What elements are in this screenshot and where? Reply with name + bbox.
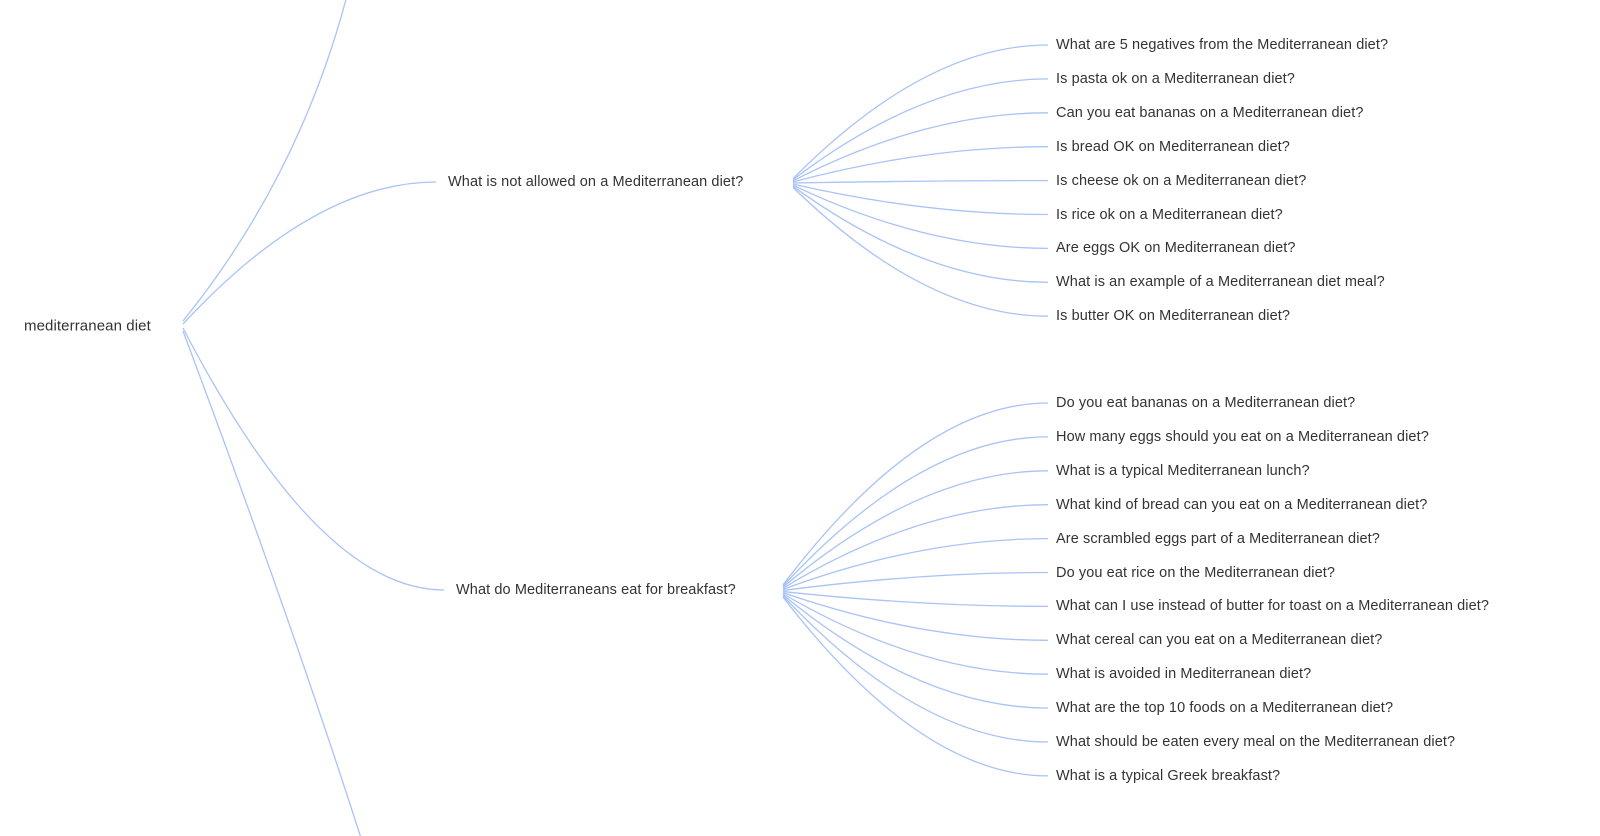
connector-curve <box>792 112 1049 182</box>
leaf-question-node[interactable]: Are scrambled eggs part of a Mediterrane… <box>1056 530 1380 547</box>
connector-curve <box>782 594 1049 709</box>
leaf-question-node[interactable]: What is a typical Mediterranean lunch? <box>1056 462 1310 479</box>
connector-curve <box>792 44 1049 180</box>
connector-curve <box>792 186 1049 317</box>
leaf-question-node[interactable]: What is an example of a Mediterranean di… <box>1056 274 1385 291</box>
connector-curve <box>792 78 1049 181</box>
leaf-question-node[interactable]: What cereal can you eat on a Mediterrane… <box>1056 632 1383 649</box>
leaf-question-node[interactable]: What is avoided in Mediterranean diet? <box>1056 666 1312 683</box>
leaf-question-node[interactable]: Can you eat bananas on a Mediterranean d… <box>1056 104 1364 121</box>
connector-curve <box>792 146 1049 183</box>
leaf-question-node[interactable]: What are the top 10 foods on a Mediterra… <box>1056 700 1394 717</box>
leaf-question-node[interactable]: What are 5 negatives from the Mediterran… <box>1056 37 1389 53</box>
leaf-question-node[interactable]: Is bread OK on Mediterranean diet? <box>1056 138 1290 155</box>
leaf-question-node[interactable]: Is butter OK on Mediterranean diet? <box>1056 308 1291 325</box>
leaf-question-node[interactable]: What should be eaten every meal on the M… <box>1056 734 1456 750</box>
connector-curve <box>792 185 1049 283</box>
leaf-question-node[interactable]: Is pasta ok on a Mediterranean diet? <box>1056 70 1295 87</box>
connector-curve <box>782 596 1049 777</box>
leaf-question-node[interactable]: How many eggs should you eat on a Medite… <box>1056 428 1429 445</box>
connector-curve <box>782 571 1049 592</box>
connector-curve <box>782 537 1049 590</box>
connector-curve <box>782 470 1049 588</box>
connector-curve <box>782 436 1049 587</box>
connector-curve <box>792 183 1049 216</box>
leaf-question-node[interactable]: Is cheese ok on a Mediterranean diet? <box>1056 172 1307 189</box>
connector-curve <box>782 590 1049 608</box>
connector-curve <box>182 330 362 836</box>
connector-curve <box>182 0 347 322</box>
leaf-question-node[interactable]: Is rice ok on a Mediterranean diet? <box>1056 206 1283 223</box>
connector-curve <box>792 179 1049 184</box>
connector-curve <box>782 592 1049 641</box>
leaf-question-node[interactable]: What is a typical Greek breakfast? <box>1056 767 1281 784</box>
connector-curve <box>782 504 1049 589</box>
leaf-question-node[interactable]: Do you eat bananas on a Mediterranean di… <box>1056 395 1356 411</box>
connector-curve <box>782 402 1049 586</box>
connector-curve <box>782 595 1049 743</box>
branch-question-node[interactable]: What is not allowed on a Mediterranean d… <box>448 174 744 190</box>
connector-curve <box>782 593 1049 675</box>
leaf-question-node[interactable]: What can I use instead of butter for toa… <box>1056 598 1490 615</box>
root-keyword-node[interactable]: mediterranean diet <box>24 317 151 335</box>
leaf-question-node[interactable]: What kind of bread can you eat on a Medi… <box>1056 496 1428 513</box>
leaf-question-node[interactable]: Are eggs OK on Mediterranean diet? <box>1056 240 1296 257</box>
connector-curve <box>182 181 437 325</box>
connector-curve <box>792 184 1049 250</box>
connector-curve <box>182 327 445 591</box>
branch-question-node[interactable]: What do Mediterraneans eat for breakfast… <box>456 582 736 598</box>
leaf-question-node[interactable]: Do you eat rice on the Mediterranean die… <box>1056 564 1336 581</box>
